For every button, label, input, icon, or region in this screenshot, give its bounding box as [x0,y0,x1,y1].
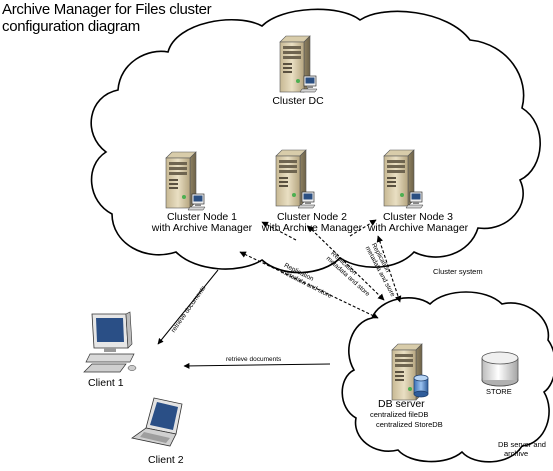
node3-label-line2: with Archive Manager [367,222,469,234]
db-detail-line2: centralized StoreDB [376,420,443,429]
retrieve-docs-horizontal-label: retrieve documents [226,356,282,363]
node2-label-line1: Cluster Node 2 [276,211,348,223]
db-detail-line1: centralized fileDB [370,410,429,419]
title-line-1: Archive Manager for Files cluster [2,1,212,18]
cluster-dc-label: Cluster DC [272,95,324,107]
node1-label-line2: with Archive Manager [151,222,253,234]
node1-label: Cluster Node 1 with Archive Manager [150,212,254,234]
store-cylinder-icon [481,351,519,387]
cluster-cloud [90,8,541,274]
db-cloud-label: DB server and archive [498,440,546,458]
node3-label-line1: Cluster Node 3 [382,211,454,223]
db-cloud-label-line1: DB server and [498,440,546,449]
client1-label: Client 1 [88,377,124,389]
client1-desktop-icon [83,311,137,373]
node-link-1-2 [261,221,297,241]
retrieve-arrow-diagonal [157,269,219,345]
db-cloud-label-line2: archive [504,449,529,458]
node2-label: Cluster Node 2 with Archive Manager [260,212,364,234]
db-server-label: DB server [378,398,425,410]
db-server-icon [391,343,429,401]
client2-label: Client 2 [148,454,184,466]
store-label: STORE [486,387,512,396]
database-icon [413,374,429,398]
replication-arrow-node3 [376,235,402,303]
client2-laptop-icon [131,397,183,447]
db-archive-cloud [341,291,553,463]
node-link-2-3 [349,219,377,237]
node1-label-line1: Cluster Node 1 [166,211,238,223]
replication-arrow-node2 [307,225,385,301]
cluster-system-label: Cluster system [433,267,483,276]
diagram-title: Archive Manager for Files cluster config… [2,1,212,35]
node2-label-line2: with Archive Manager [261,222,363,234]
retrieve-arrow-horizontal [183,362,331,369]
title-line-2: configuration diagram [2,18,140,35]
db-server-details: centralized fileDB centralized StoreDB [370,410,443,430]
node3-label: Cluster Node 3 with Archive Manager [366,212,470,234]
